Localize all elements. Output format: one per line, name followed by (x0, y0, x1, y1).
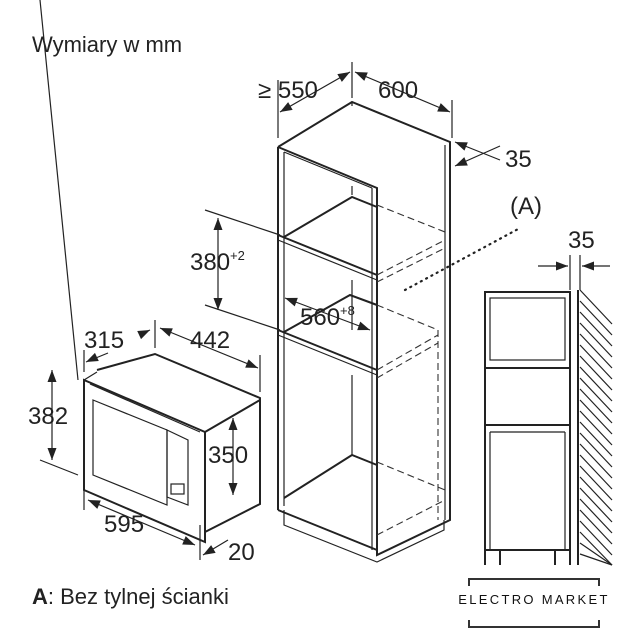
wall-hatch-line (579, 300, 613, 336)
niche-width-tolerance: +8 (340, 303, 355, 318)
wall-hatch-line (579, 355, 613, 391)
wall-hatch-line (579, 531, 613, 566)
dimension-arrowhead (285, 297, 298, 307)
dimension-arrowhead (88, 500, 101, 509)
dim-niche-height: 380+2 (190, 248, 245, 276)
wall-hatch-line (579, 443, 613, 479)
wall-hatch-line (579, 388, 613, 424)
wall-hatch-line (579, 289, 613, 325)
wall-hatch-line (579, 344, 613, 380)
dimension-arrowhead (228, 483, 238, 495)
niche-height-tolerance: +2 (230, 248, 245, 263)
wall-hatch-line (579, 421, 613, 457)
dim-mw-body-height: 350 (208, 442, 248, 469)
dimension-arrowhead (182, 536, 195, 545)
footnote-text: : Bez tylnej ścianki (48, 584, 229, 609)
microwave-dimensions (39, 0, 261, 560)
wall-hatch-line (579, 520, 613, 556)
dimension-arrowhead (355, 72, 368, 81)
niche-height-value: 380 (190, 249, 230, 276)
dimension-arrowhead (47, 448, 57, 460)
dim-niche-width: 560+8 (300, 303, 355, 331)
dimension-arrowhead (280, 102, 293, 112)
footnote-key: A (32, 584, 48, 609)
wall-hatch-line (579, 542, 613, 566)
wall-hatch-line (579, 498, 613, 534)
cabinet-dimensions (204, 62, 522, 331)
wall-hatch-line (579, 322, 613, 358)
side-view (484, 255, 613, 566)
wall-hatch-line (579, 399, 613, 435)
wall-hatch-line (579, 333, 613, 369)
footnote: A: Bez tylnej ścianki (32, 584, 229, 609)
dimension-arrowhead (137, 330, 150, 340)
tall-cabinet (277, 100, 451, 563)
wall-hatch-line (579, 410, 613, 446)
logo-name: ELECTRO MARKET (458, 592, 610, 607)
electro-market-logo: ELECTRO MARKET (458, 578, 607, 628)
microwave (83, 352, 261, 544)
wall-hatch-line (579, 476, 613, 512)
dimension-arrowhead (213, 298, 223, 310)
dimension-arrowhead (455, 157, 468, 166)
dimension-arrowhead (203, 545, 216, 555)
wall-hatch-line (579, 487, 613, 523)
dimension-arrowhead (556, 261, 568, 271)
wall-hatch-line (579, 509, 613, 545)
dim-back-gap: 35 (505, 146, 532, 173)
wall-hatch-line (579, 465, 613, 501)
niche-width-value: 560 (300, 304, 340, 331)
wall-hatch-line (579, 377, 613, 413)
wall-hatch-line (579, 432, 613, 468)
dim-cabinet-width: 600 (378, 77, 418, 104)
dim-mw-width: 442 (190, 327, 230, 354)
dimension-arrowhead (337, 72, 350, 82)
dimension-arrowhead (160, 328, 173, 337)
dim-side-gap: 35 (568, 227, 595, 254)
wall-hatch-line (579, 311, 613, 347)
wall-hatch-line (579, 454, 613, 490)
dimension-arrowhead (437, 103, 450, 112)
label-a-text: (A) (510, 193, 542, 220)
dimension-arrowhead (357, 321, 370, 331)
dim-mw-height: 382 (28, 403, 68, 430)
wall-hatch-line (579, 553, 613, 566)
dim-mw-front-depth: 20 (228, 539, 255, 566)
dimension-arrowhead (228, 418, 238, 430)
wall-hatch-line (579, 366, 613, 402)
dimension-arrowhead (582, 261, 594, 271)
dim-depth-min: ≥ 550 (258, 77, 318, 104)
dimension-arrowhead (86, 352, 99, 362)
dimension-arrowhead (47, 370, 57, 382)
dim-mw-depth: 315 (84, 327, 124, 354)
dimension-arrowhead (213, 218, 223, 230)
dimension-arrowhead (245, 359, 258, 368)
label-a: (A) (510, 193, 542, 220)
diagram-title: Wymiary w mm (32, 32, 182, 57)
dimension-arrowhead (455, 142, 468, 151)
dim-mw-front-width: 595 (104, 511, 144, 538)
